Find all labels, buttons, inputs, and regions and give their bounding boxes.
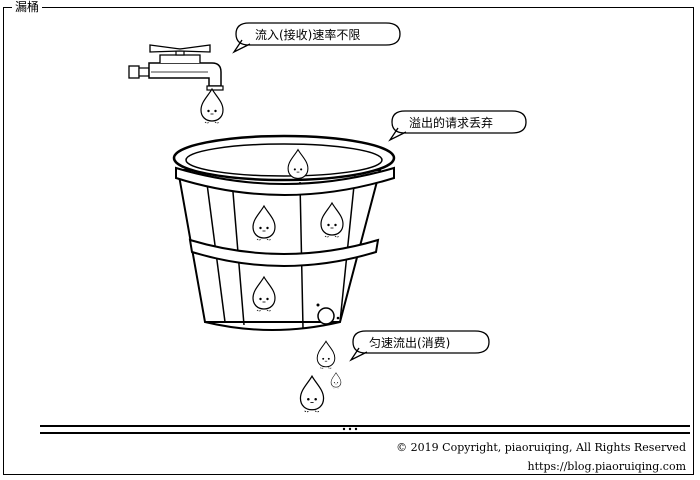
speech-bubble-inflow: 流入(接收)速率不限 bbox=[232, 22, 401, 54]
water-drop-icon bbox=[330, 372, 342, 389]
faucet-icon bbox=[128, 44, 224, 91]
speech-bubble-outflow: 匀速流出(消费) bbox=[349, 330, 490, 362]
ground-lines bbox=[40, 425, 690, 434]
label-overflow: 溢出的请求丢弃 bbox=[409, 115, 493, 130]
water-drop-icon bbox=[316, 340, 336, 369]
label-outflow: 匀速流出(消费) bbox=[369, 336, 450, 350]
diagram-frame bbox=[3, 7, 694, 475]
speech-bubble-overflow: 溢出的请求丢弃 bbox=[388, 110, 527, 142]
copyright-text: © 2019 Copyright, piaoruiqing, All Right… bbox=[396, 441, 686, 454]
bucket-icon bbox=[172, 134, 396, 331]
site-url[interactable]: https://blog.piaoruiqing.com bbox=[527, 460, 686, 473]
water-drop-icon bbox=[200, 88, 224, 124]
water-drop-icon bbox=[299, 375, 325, 413]
diagram-title: 漏桶 bbox=[12, 0, 43, 14]
label-inflow: 流入(接收)速率不限 bbox=[255, 27, 360, 42]
